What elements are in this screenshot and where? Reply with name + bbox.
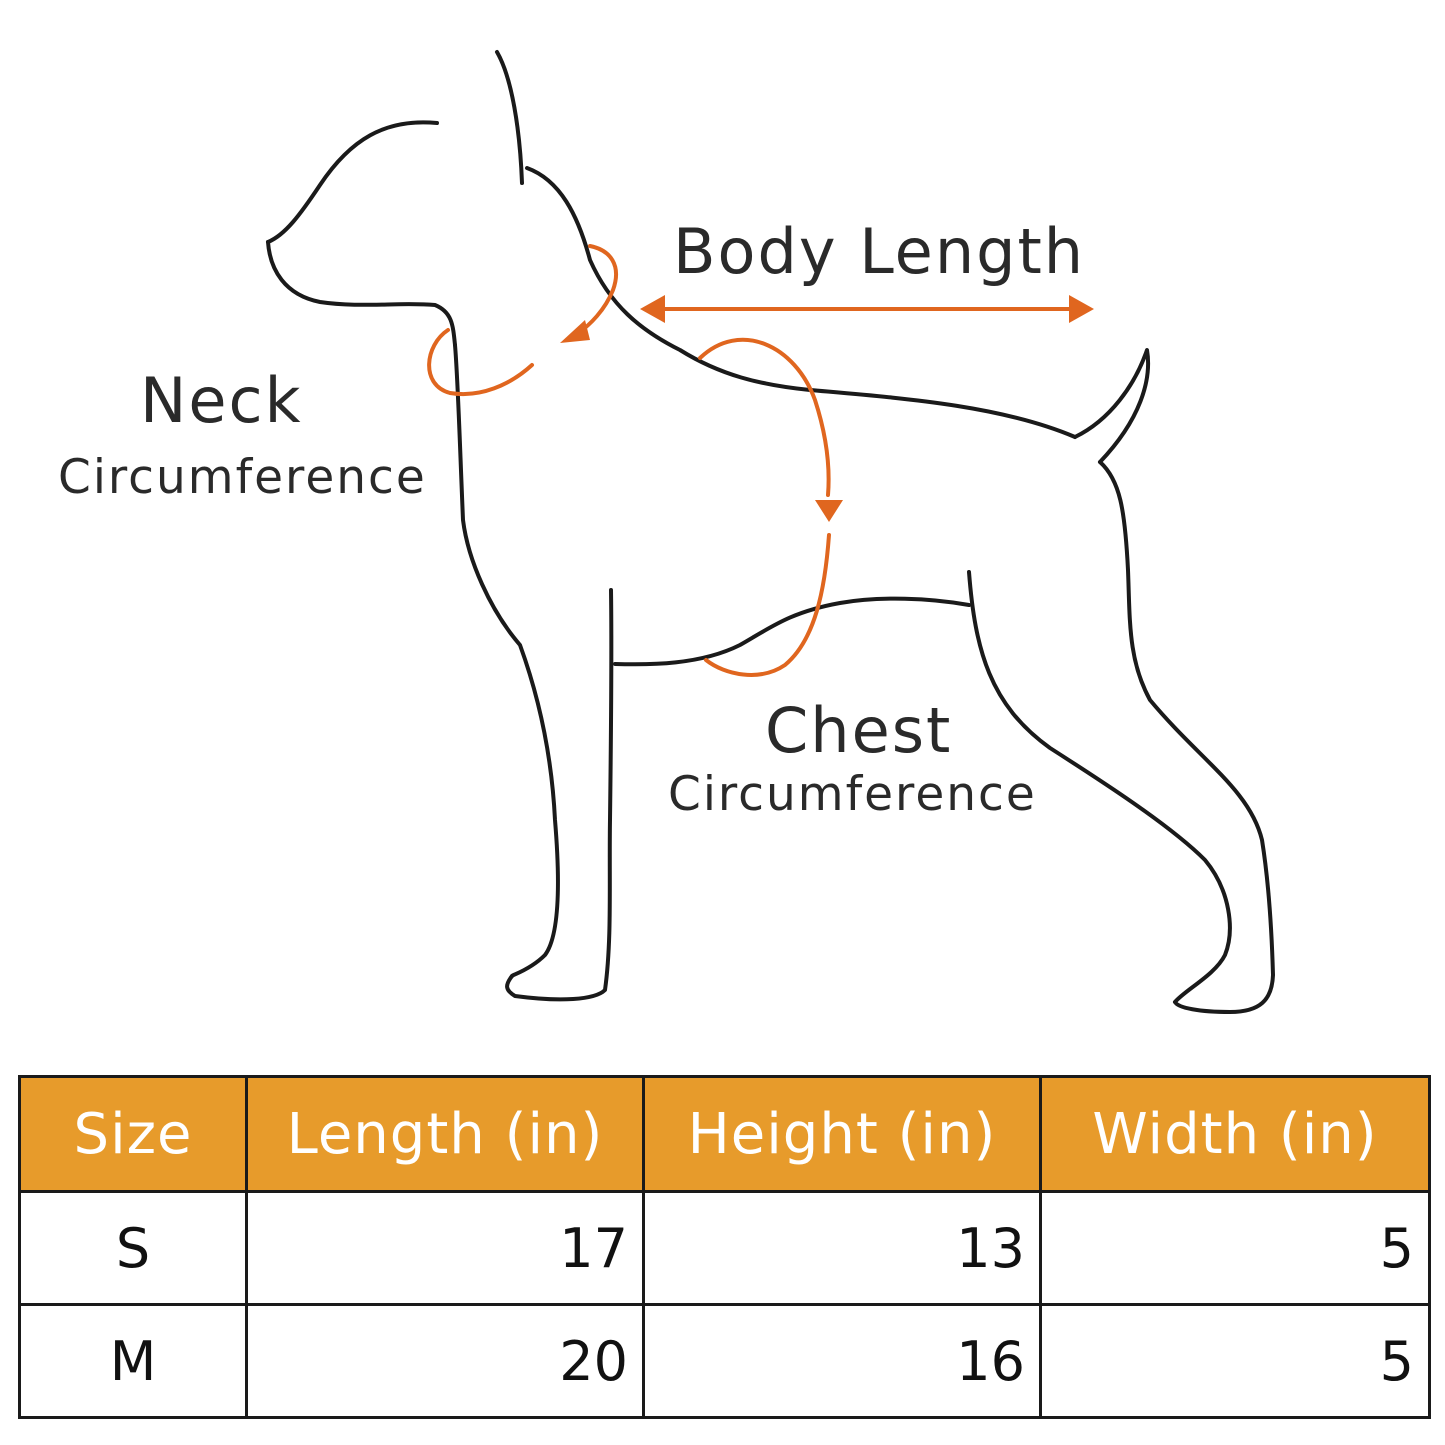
loop-arrow-icon — [698, 337, 843, 677]
column-header-size: Size — [18, 1075, 248, 1193]
length-cell: 17 — [245, 1190, 645, 1306]
width-cell: 5 — [1039, 1303, 1431, 1419]
length-cell: 20 — [245, 1303, 645, 1419]
dog-silhouette-icon — [266, 50, 1275, 1014]
size-chart-table: Size Length (in) Height (in) Width (in) … — [18, 1075, 1431, 1419]
neck-measure-icon — [427, 244, 619, 396]
chest-label: Chest — [765, 694, 952, 767]
chest-circumference-label: Circumference — [668, 767, 1037, 822]
neck-label: Neck — [140, 364, 303, 437]
column-header-width: Width (in) — [1039, 1075, 1431, 1193]
table-row: M 20 16 5 — [18, 1303, 1431, 1419]
width-cell: 5 — [1039, 1190, 1431, 1306]
neck-circumference-label: Circumference — [58, 450, 427, 505]
height-cell: 16 — [642, 1303, 1042, 1419]
height-cell: 13 — [642, 1190, 1042, 1306]
column-header-length: Length (in) — [245, 1075, 645, 1193]
dog-measurement-diagram: Body Length Neck Circumference Chest Cir… — [58, 50, 1275, 1014]
table-row: S 17 13 5 — [18, 1190, 1431, 1306]
column-header-height: Height (in) — [642, 1075, 1042, 1193]
size-cell: M — [18, 1303, 248, 1419]
body-length-label: Body Length — [673, 215, 1085, 288]
table-header-row: Size Length (in) Height (in) Width (in) — [18, 1075, 1431, 1193]
double-arrow-icon — [640, 295, 1094, 323]
size-cell: S — [18, 1190, 248, 1306]
